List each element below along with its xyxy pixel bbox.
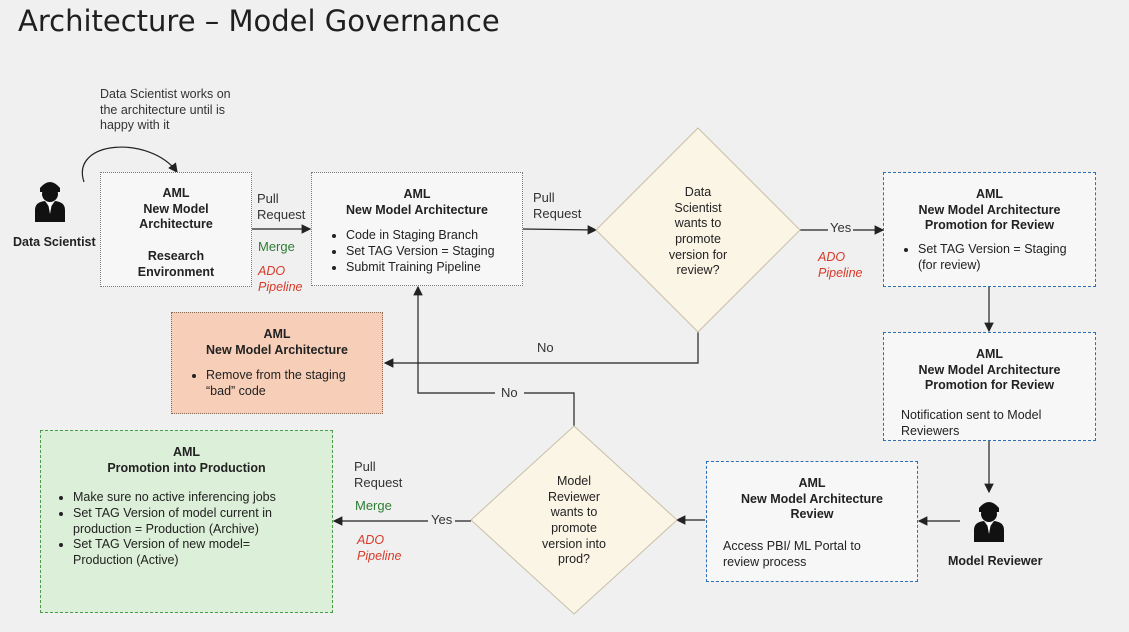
page-title: Architecture – Model Governance: [18, 4, 500, 38]
staging-line1: AML: [403, 187, 431, 201]
review-box: AML New Model Architecture Review Access…: [706, 461, 918, 582]
review-line1: AML: [798, 476, 826, 490]
loop-note: Data Scientist works on the architecture…: [100, 87, 231, 133]
ado-pipeline-label-2: ADO Pipeline: [818, 250, 863, 280]
pull-request-label-1: Pull Request: [257, 191, 306, 223]
promo2-line1: AML: [975, 347, 1004, 361]
yes-label-1: Yes: [828, 220, 854, 237]
remove-bad-code-box: AML New Model Architecture Remove from t…: [171, 312, 383, 414]
staging-line2: New Model Architecture: [346, 202, 488, 217]
remove-bullet: Remove from the staging “bad” code: [206, 368, 362, 399]
promo1-bullets: Set TAG Version = Staging (for review): [884, 242, 1095, 273]
no-label-1: No: [537, 340, 554, 355]
prod-line2: Promotion into Production: [107, 460, 266, 475]
staging-box: AML New Model Architecture Code in Stagi…: [311, 172, 523, 286]
prod-bullets: Make sure no active inferencing jobs Set…: [41, 490, 332, 568]
ado-pipeline-label-1: ADO Pipeline: [258, 264, 303, 294]
staging-bullet: Code in Staging Branch: [346, 228, 522, 244]
pull-request-label-2: Pull Request: [533, 190, 582, 222]
review-text: Access PBI/ ML Portal to review process: [723, 538, 861, 569]
decision2-text: Model Reviewer wants to promote version …: [542, 474, 606, 567]
research-line5: Environment: [137, 264, 215, 279]
promotion-review-box-1: AML New Model Architecture Promotion for…: [883, 172, 1096, 287]
remove-bullets: Remove from the staging “bad” code: [172, 368, 382, 399]
staging-bullets: Code in Staging Branch Set TAG Version =…: [312, 228, 522, 275]
research-line4: Research: [147, 248, 205, 263]
review-line2: New Model Architecture: [741, 491, 883, 506]
staging-bullet: Submit Training Pipeline: [346, 260, 522, 276]
remove-line1: AML: [263, 327, 291, 341]
no-label-2: No: [495, 385, 524, 402]
edge-staging-decision1: [522, 225, 598, 235]
staging-bullet: Set TAG Version = Staging: [346, 244, 522, 260]
promo1-bullet: Set TAG Version = Staging (for review): [918, 242, 1081, 273]
decision1-text: Data Scientist wants to promote version …: [668, 185, 728, 278]
ado-pipeline-label-3: ADO Pipeline: [357, 533, 402, 563]
prod-bullet: Make sure no active inferencing jobs: [73, 490, 294, 506]
promo1-line1: AML: [975, 187, 1004, 201]
merge-label-1: Merge: [258, 239, 295, 254]
decision2-diamond: [470, 425, 678, 615]
promotion-review-box-2: AML New Model Architecture Promotion for…: [883, 332, 1096, 441]
data-scientist-label: Data Scientist: [13, 235, 96, 249]
research-line1: AML: [162, 186, 190, 200]
research-line2: New Model: [143, 201, 209, 216]
prod-bullet: Set TAG Version of model current in prod…: [73, 506, 294, 537]
promo2-line2: New Model Architecture: [918, 362, 1061, 377]
yes-label-2: Yes: [428, 512, 456, 529]
decision1-diamond: [595, 127, 801, 333]
loop-arrow: [81, 146, 178, 183]
merge-label-2: Merge: [355, 498, 392, 513]
review-line3: Review: [790, 507, 834, 522]
remove-line2: New Model Architecture: [206, 342, 348, 357]
promotion-production-box: AML Promotion into Production Make sure …: [40, 430, 333, 613]
research-line3: Architecture: [139, 217, 213, 232]
prod-line1: AML: [172, 445, 201, 459]
pull-request-label-3: Pull Request: [354, 459, 403, 491]
promo1-line2: New Model Architecture: [918, 202, 1061, 217]
edge-decision2-staging: [413, 285, 575, 426]
data-scientist-icon: [33, 178, 67, 227]
promo1-line3: Promotion for Review: [924, 218, 1055, 233]
model-reviewer-icon: [972, 498, 1006, 547]
promo2-text: Notification sent to Model Reviewers: [901, 407, 1042, 438]
promo2-line3: Promotion for Review: [924, 378, 1055, 393]
model-reviewer-label: Model Reviewer: [948, 554, 1043, 568]
research-environment-box: AML New Model Architecture Research Envi…: [100, 172, 252, 287]
prod-bullet: Set TAG Version of new model= Production…: [73, 537, 294, 568]
